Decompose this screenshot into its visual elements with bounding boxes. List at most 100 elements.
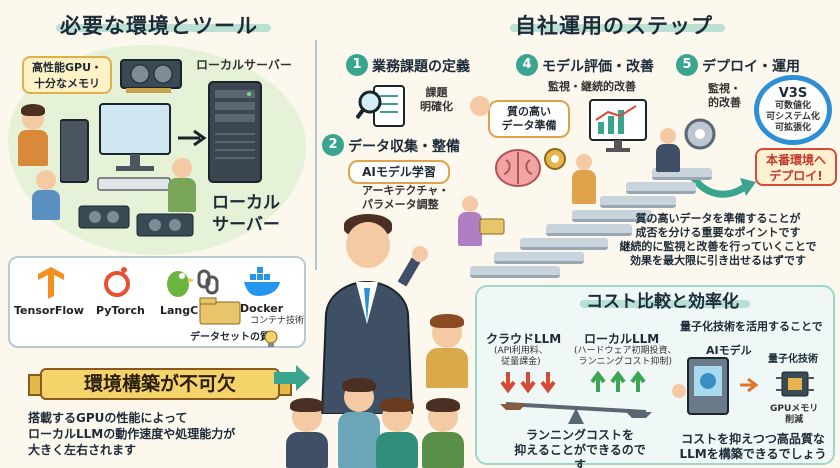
person-body-icon [458,212,482,246]
workstation-icon [60,103,171,191]
person-head-icon [172,158,192,178]
tensorflow-icon [38,267,64,299]
title-underline [510,24,725,32]
stair-step [572,210,652,222]
gpu-reduce-line1: GPUメモリ [770,404,819,414]
step-5-sub-line1: 監視・ [708,82,741,95]
quality-data-bubble: 質の高い データ準備 [488,100,570,138]
parrot-icon [167,271,195,297]
teal-arrow-icon [274,365,310,391]
local-llm-sub-line2: ランニングコスト抑制) [578,357,673,367]
lightbulb-icon [264,330,278,347]
person-body-icon [32,190,60,220]
local-llm-sub: (ハードウェア初期投資、 ランニングコスト抑制) [574,346,677,368]
person-body-icon [18,130,48,166]
tool-tensorflow-label: TensorFlow [14,304,84,317]
stair-step [546,224,632,236]
balance-scale-icon [500,402,652,424]
docker-note: コンテナ技術 [250,316,305,326]
person-head-icon [576,154,592,170]
dataset-label: データセットの質 [190,332,270,343]
chart-monitor-icon [589,99,647,152]
ai-training-bubble: AIモデル学習 [348,160,450,184]
step-1-sub: 課題 明確化 [420,86,453,114]
step-5-title: デプロイ・運用 [702,59,800,75]
person-head-icon [36,170,56,190]
person-body-icon [656,144,680,172]
stairs-note-line2: 成否を分ける重要なポイントです [635,226,801,239]
chip-icon [776,371,814,397]
cloud-llm-sub: (API利用料、 従量課金) [494,346,548,368]
person-hair-icon [290,398,324,412]
docker-whale-icon [244,267,280,296]
stairs-note-line4: 効果を最大限に引き出せるはずです [630,254,806,267]
gpu-callout-line2: 十分なメモリ [34,77,100,90]
step-5-sub-line2: 的改善 [708,96,741,109]
deploy-line2: デプロイ! [769,169,823,183]
folder-icon [479,218,505,235]
brain-icon [495,149,541,187]
title-underline [56,24,271,32]
v3s-line3: 可拡張化 [774,123,811,133]
left-title: 必要な環境とツール [60,14,258,38]
server-big-label: ローカル サーバー [212,192,280,236]
cloud-llm-title: クラウドLLM [486,332,562,346]
deploy-line1: 本番環境へ [765,153,826,167]
chain-link-icon [197,269,219,295]
gpu-reduce-label: GPUメモリ 削減 [770,404,818,426]
server-big-label-line1: ローカル [212,193,280,213]
stairs-note: 質の高いデータを準備することが 成否を分ける重要なポイントです 継続的に監視と改… [600,212,836,268]
step-4-number: 4 [516,54,538,76]
step-1-number: 1 [346,54,368,76]
server-tower-icon [208,81,262,183]
v3s-line1: 可数値化 [774,101,811,111]
arrow-right-icon [740,377,759,393]
quantization-note: 量子化技術を活用することで [680,320,823,333]
gpu-card-icon [120,59,182,93]
presenter-hand-icon [398,246,428,287]
local-llm-title: ローカルLLM [584,332,660,346]
cost-title: コスト比較と効率化 [586,292,739,312]
person-head-icon [672,384,686,398]
cloud-llm-sub-line1: (API利用料、 [494,346,548,356]
tool-pytorch-label: PyTorch [96,304,145,317]
step-5-sub: 監視・ 的改善 [708,82,741,110]
person-body-icon [572,170,596,204]
running-cost-line2: 抑えることができるのです [514,443,646,468]
stairs-note-line1: 質の高いデータを準備することが [635,212,801,225]
stair-step [600,196,676,208]
presenter-head-icon [346,222,390,268]
running-cost-note: ランニングコストを 抑えることができるのです [510,428,650,468]
cost-down-arrows-icon [500,372,556,394]
section-divider [315,40,317,270]
ai-training-sub-line1: アーキテクチャ・ [362,184,450,197]
person-hair-icon [380,398,414,412]
quality-data-line2: データ準備 [501,119,557,132]
dataset-folder-icon [199,297,241,325]
build-note: コストを抑えつつ高品質な LLMを構築できるでしょう [668,432,838,462]
gear-icon [544,148,566,170]
build-note-line2: LLMを構築できるでしょう [679,447,827,461]
ai-training-sub-line2: パラメータ調整 [362,198,439,211]
gpu-callout: 高性能GPU・ 十分なメモリ [22,56,112,94]
person-body-icon [286,432,328,468]
step-4-title: モデル評価・改善 [542,59,654,75]
step-1-title: 業務課題の定義 [372,59,470,75]
tool-docker-label: Docker [240,302,284,315]
step-2-title: データ収集・整備 [348,139,460,155]
quant-tech-label: 量子化技術 [768,354,818,365]
gpu-note-line1: 搭載するGPUの性能によって [28,411,188,425]
person-hair-icon [426,398,460,412]
person-body-icon [376,432,418,468]
arrow-right-icon [178,129,207,147]
v3s-title: V3S [778,86,808,101]
gpu-callout-line1: 高性能GPU・ [31,61,103,74]
checklist-magnifier-icon [356,85,405,127]
person-head-icon [660,128,676,144]
person-head-icon [470,96,490,116]
person-body-icon [426,348,468,388]
person-hair-icon [21,104,45,116]
build-note-line1: コストを抑えつつ高品質な [681,432,825,446]
cost-panel [475,285,835,465]
v3s-line2: 可システム化 [766,112,820,122]
